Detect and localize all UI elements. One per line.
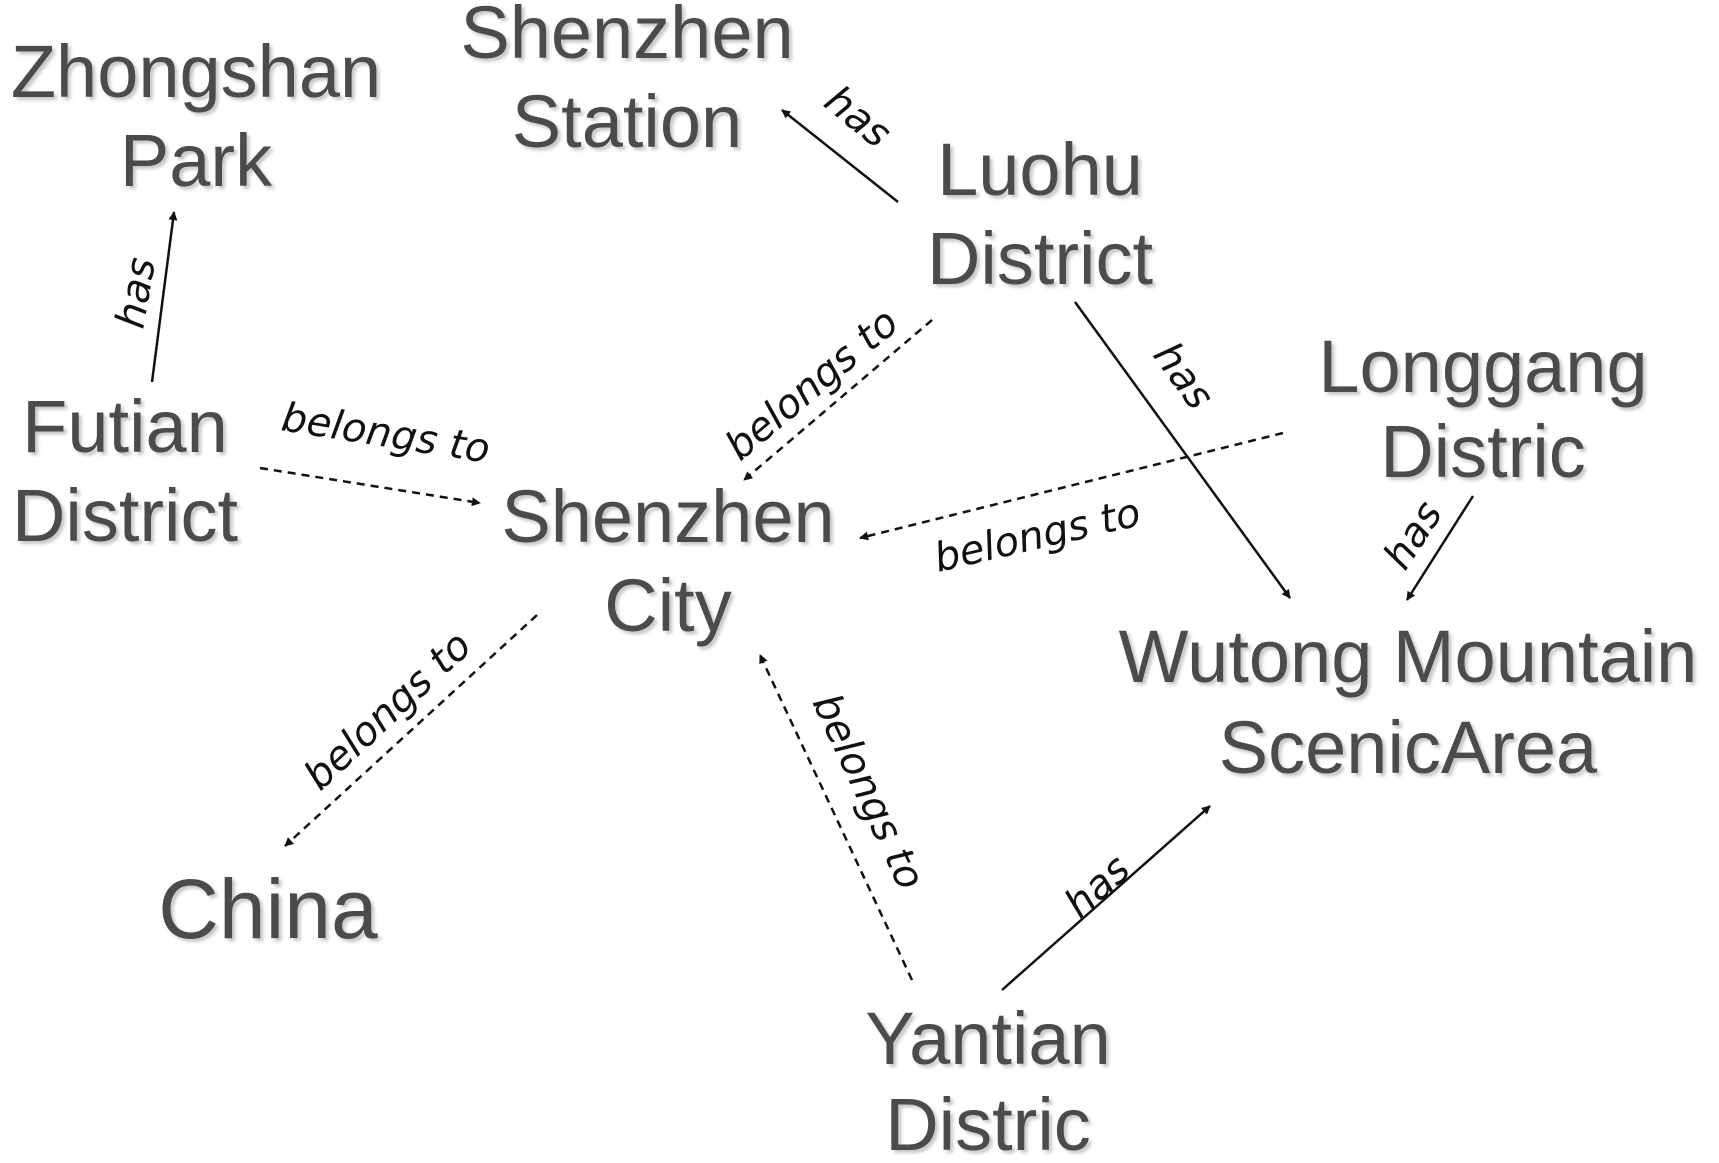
node-label-line: Station <box>512 80 742 163</box>
node-yantian-distric: Yantian Distric <box>865 997 1111 1163</box>
edge-label: belongs to <box>295 622 480 799</box>
edge-city-belongs-china <box>284 614 538 847</box>
node-luohu-district: Luohu District <box>927 128 1154 300</box>
node-china: China <box>158 862 378 956</box>
node-label-line: Luohu <box>937 128 1143 211</box>
edge-yantian-has-wutong <box>1001 805 1211 991</box>
edge-luohu-has-station <box>781 109 899 203</box>
edge-label: has <box>108 254 166 332</box>
node-longgang-distric: Longgang Distric <box>1318 325 1647 493</box>
node-label-line: ScenicArea <box>1219 706 1598 789</box>
node-label-line: Futian <box>22 385 228 468</box>
edge-label: has <box>1375 493 1452 577</box>
edge-label: belongs to <box>803 687 933 897</box>
edge-label: has <box>1056 846 1139 927</box>
edge-label: belongs to <box>278 394 493 472</box>
node-futian-district: Futian District <box>12 385 239 557</box>
node-label-line: China <box>158 862 378 956</box>
edge-label: belongs to <box>717 299 907 469</box>
edge-longgang-has-wutong <box>1405 495 1475 601</box>
node-zhongshan-park: Zhongshan Park <box>11 30 381 202</box>
edge-longgang-belongs-city <box>859 431 1284 541</box>
node-label-line: Zhongshan <box>11 30 381 113</box>
edge-yantian-belongs-city <box>758 654 914 981</box>
node-label-line: Shenzhen <box>501 475 834 558</box>
node-wutong-mountain-scenic-area: Wutong Mountain ScenicArea <box>1119 615 1698 789</box>
node-label-line: Distric <box>1380 410 1586 493</box>
edge-futian-belongs-city <box>259 466 481 507</box>
node-label-line: City <box>604 564 731 647</box>
node-label-line: Wutong Mountain <box>1119 615 1698 698</box>
node-label-line: Distric <box>885 1083 1091 1163</box>
node-label-line: Longgang <box>1318 325 1647 408</box>
node-label-line: Yantian <box>865 997 1111 1080</box>
edge-futian-has-zhongshan <box>150 211 178 383</box>
edge-luohu-has-wutong <box>1073 301 1292 599</box>
node-label-line: District <box>927 217 1154 300</box>
edge-label: belongs to <box>930 490 1145 582</box>
node-label-line: District <box>12 474 239 557</box>
node-shenzhen-city: Shenzhen City <box>501 475 834 647</box>
edge-label: has <box>1144 334 1223 418</box>
node-label-line: Park <box>120 119 273 202</box>
node-shenzhen-station: Shenzhen Station <box>460 0 793 163</box>
node-label-line: Shenzhen <box>460 0 793 74</box>
